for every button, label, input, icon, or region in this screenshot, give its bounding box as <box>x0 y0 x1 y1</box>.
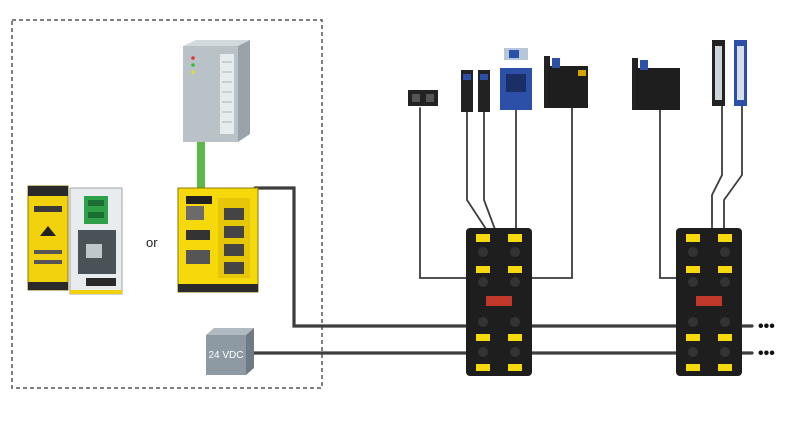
magnetic-sensor-icon <box>461 70 490 112</box>
power-supply-icon <box>206 328 254 375</box>
plc-cpu-icon <box>183 40 250 142</box>
light-curtain-icon <box>712 40 747 106</box>
io-hub-module-icon <box>466 228 532 376</box>
or-label: or <box>146 235 158 250</box>
door-lock-icon-2 <box>632 58 680 110</box>
control-cabinet-boundary <box>11 19 323 389</box>
sensor-cable-2 <box>466 111 489 233</box>
power-supply-label: 24 VDC <box>208 350 243 361</box>
gateway-module-icon <box>69 187 123 295</box>
door-lock-icon <box>544 56 588 108</box>
safety-switch-icon <box>408 90 438 106</box>
continuation-dots-1: ••• <box>758 318 775 335</box>
sensor-cable-3 <box>483 111 497 233</box>
continuation-dots-2: ••• <box>758 345 775 362</box>
sensor-cable-5 <box>531 107 573 279</box>
io-hub-module-icon-2 <box>676 228 742 376</box>
rfid-sensor-icon <box>500 48 532 110</box>
network-cable-icon <box>197 142 205 188</box>
sensor-cable-1 <box>419 107 473 279</box>
safety-relay-module-icon <box>27 185 69 291</box>
sensor-cable-7 <box>711 105 723 233</box>
safety-controller-icon <box>177 187 259 293</box>
sensor-cable-8 <box>723 105 743 233</box>
